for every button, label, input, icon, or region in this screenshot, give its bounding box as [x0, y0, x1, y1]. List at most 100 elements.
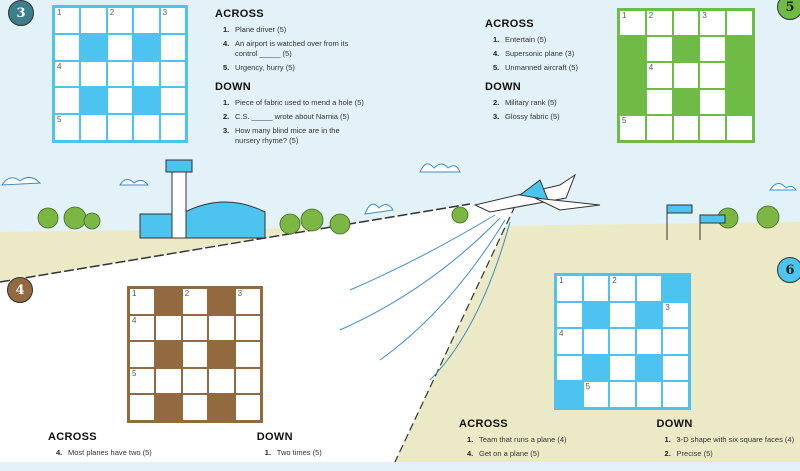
clue-text: 3-D shape with six square faces (4): [676, 435, 795, 444]
answer-cell[interactable]: 4: [130, 315, 155, 341]
answer-cell[interactable]: 3: [235, 289, 260, 314]
answer-cell[interactable]: [182, 342, 208, 367]
answer-cell[interactable]: [673, 63, 699, 88]
answer-cell[interactable]: [235, 395, 260, 420]
answer-cell[interactable]: [134, 115, 159, 140]
answer-cell[interactable]: 4: [55, 61, 80, 87]
cell-number: 2: [612, 276, 617, 285]
answer-cell[interactable]: 3: [663, 302, 688, 328]
answer-cell[interactable]: [130, 342, 155, 367]
answer-cell[interactable]: 4: [557, 329, 582, 354]
answer-cell[interactable]: [646, 89, 672, 114]
answer-cell[interactable]: 4: [646, 63, 672, 88]
answer-cell[interactable]: [160, 61, 185, 87]
badge-number: 6: [785, 262, 795, 278]
answer-cell[interactable]: [727, 11, 752, 36]
answer-cell[interactable]: [673, 11, 699, 36]
answer-cell[interactable]: [160, 115, 185, 140]
answer-cell[interactable]: [209, 368, 234, 394]
answer-cell[interactable]: [134, 61, 159, 87]
clue-item: 2.C.S. _____ wrote about Narnia (5): [215, 112, 365, 122]
answer-cell[interactable]: [182, 395, 208, 420]
cell-number: 3: [237, 289, 243, 298]
answer-cell[interactable]: [107, 88, 133, 114]
answer-cell[interactable]: 5: [620, 115, 645, 140]
terminal-building: [139, 159, 266, 239]
badge-number: 3: [16, 5, 26, 21]
answer-cell[interactable]: [55, 34, 80, 60]
answer-cell[interactable]: [160, 88, 185, 114]
answer-cell[interactable]: [557, 355, 582, 381]
answer-cell[interactable]: [55, 88, 80, 114]
answer-cell[interactable]: [107, 61, 133, 87]
answer-cell[interactable]: [673, 115, 699, 140]
answer-cell[interactable]: 5: [55, 115, 80, 140]
block-cell: [156, 395, 180, 420]
answer-cell[interactable]: [182, 368, 208, 394]
answer-cell[interactable]: [235, 368, 260, 394]
clue-item: 2.Precise (5): [657, 449, 795, 459]
answer-cell[interactable]: [160, 34, 185, 60]
answer-cell[interactable]: [727, 115, 752, 140]
block-cell: [674, 37, 699, 61]
answer-cell[interactable]: 2: [610, 276, 635, 301]
clue-text: Piece of fabric used to mend a hole (5): [235, 98, 364, 107]
clue-item: 5.Urgency, hurry (5): [215, 63, 365, 73]
answer-cell[interactable]: 3: [160, 8, 185, 33]
answer-cell[interactable]: [107, 34, 133, 60]
clue-item: 1.Plane driver (5): [215, 25, 365, 35]
answer-cell[interactable]: 2: [182, 289, 208, 314]
block-cell: [209, 289, 233, 314]
answer-cell[interactable]: [700, 37, 726, 62]
answer-cell[interactable]: [130, 395, 155, 420]
answer-cell[interactable]: [663, 329, 688, 354]
answer-cell[interactable]: [610, 329, 635, 354]
answer-cell[interactable]: [182, 315, 208, 341]
answer-cell[interactable]: 1: [55, 8, 80, 33]
clue-text: C.S. _____ wrote about Narnia (5): [235, 112, 350, 121]
answer-cell[interactable]: 2: [646, 11, 672, 36]
down-heading: DOWN: [256, 431, 293, 443]
answer-cell[interactable]: [610, 355, 635, 381]
answer-cell[interactable]: 1: [557, 276, 582, 301]
answer-cell[interactable]: [583, 329, 609, 354]
cell-number: 3: [665, 302, 670, 312]
answer-cell[interactable]: 5: [583, 382, 609, 407]
cell-number: 5: [585, 382, 591, 392]
answer-cell[interactable]: [610, 302, 635, 328]
answer-cell[interactable]: 3: [700, 11, 726, 36]
answer-cell[interactable]: [81, 61, 106, 87]
answer-cell[interactable]: 1: [620, 11, 645, 36]
clue-item: 1.Piece of fabric used to mend a hole (5…: [215, 98, 365, 108]
block-cell: [727, 63, 752, 87]
answer-cell[interactable]: [700, 63, 726, 88]
answer-cell[interactable]: [636, 276, 662, 301]
answer-cell[interactable]: [156, 315, 181, 341]
answer-cell[interactable]: 1: [130, 289, 155, 314]
answer-cell[interactable]: [557, 302, 582, 328]
answer-cell[interactable]: [636, 382, 662, 407]
answer-cell[interactable]: [700, 115, 726, 140]
answer-cell[interactable]: [81, 115, 106, 140]
answer-cell[interactable]: [235, 315, 260, 341]
answer-cell[interactable]: [209, 315, 234, 341]
answer-cell[interactable]: 2: [107, 8, 133, 33]
answer-cell[interactable]: [583, 276, 609, 301]
answer-cell[interactable]: [646, 37, 672, 62]
answer-cell[interactable]: [81, 8, 106, 33]
answer-cell[interactable]: [134, 8, 159, 33]
answer-cell[interactable]: [663, 355, 688, 381]
answer-cell[interactable]: 5: [130, 368, 155, 394]
answer-cell[interactable]: [636, 329, 662, 354]
answer-cell[interactable]: [156, 368, 181, 394]
answer-cell[interactable]: [663, 382, 688, 407]
answer-cell[interactable]: [235, 342, 260, 367]
block-cell: [620, 63, 645, 87]
answer-cell[interactable]: [700, 89, 726, 114]
answer-cell[interactable]: [107, 115, 133, 140]
cell-number: 5: [132, 368, 137, 378]
answer-cell[interactable]: [646, 115, 672, 140]
answer-cell[interactable]: [610, 382, 635, 407]
